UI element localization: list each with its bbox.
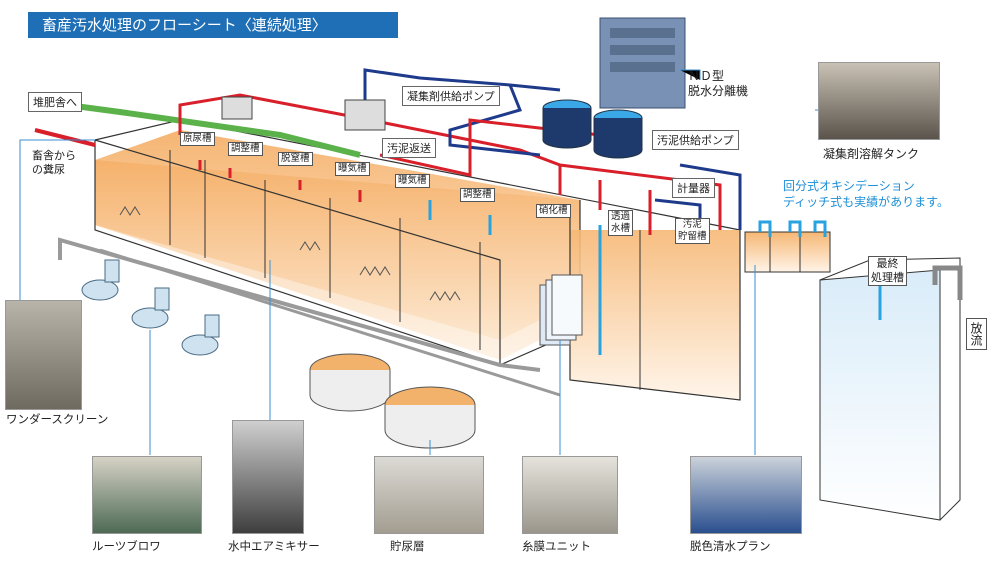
flocculant-tank-photo — [818, 62, 940, 140]
adjust-tank-2-label: 調整槽 — [460, 188, 495, 202]
dehydrator-label-1: ＮＤ型 — [688, 69, 725, 83]
roots-blower-photo — [92, 456, 202, 534]
tank-train — [94, 119, 741, 366]
permeate-line-1: 透過 — [611, 211, 631, 222]
final-line-1: 最終 — [876, 257, 899, 270]
aeration-tank-2-label: 曝気槽 — [395, 174, 430, 188]
flocculant-tank-label: 凝集剤溶解タンク — [823, 147, 920, 161]
dehydrator-machine — [599, 17, 686, 109]
final-line-2: 処理槽 — [871, 271, 904, 284]
permeate-tank-label: 透過 水槽 — [608, 210, 634, 236]
roots-blower-caption: ルーツブロワ — [92, 539, 161, 553]
screen-box — [221, 96, 253, 120]
callout-lines — [19, 69, 880, 455]
raw-urine-tank-label: 原尿槽 — [180, 132, 215, 146]
inflow-label-2: の糞尿 — [32, 163, 65, 176]
mixer-caption: 水中エアミキサー — [228, 539, 320, 553]
denitrification-tank-label: 脱窒槽 — [278, 152, 313, 166]
sludge-return-label: 汚泥返送 — [382, 138, 436, 158]
sludge-storage-line-2: 貯留槽 — [678, 231, 707, 242]
dehydrator-box — [344, 99, 386, 131]
final-tank-label: 最終 処理槽 — [868, 256, 907, 286]
dehydrator-label-2: 脱水分離機 — [688, 84, 749, 98]
pipes — [29, 68, 882, 397]
aeration-tank-1-label: 曝気槽 — [335, 162, 370, 176]
membrane-module — [539, 274, 583, 346]
urine-storage-caption: 貯尿層 — [390, 539, 425, 553]
flocculant-pump-label: 凝集剤供給ポンプ — [402, 86, 500, 106]
mixer-photo — [232, 420, 304, 534]
decolor-photo — [690, 456, 802, 534]
sludge-storage-tank-label: 汚泥 貯留槽 — [675, 218, 710, 244]
flocculant-drums — [542, 99, 643, 159]
inflow-label-1: 畜舎から — [32, 149, 76, 162]
storage-tanks — [309, 353, 476, 449]
discharge-pipe — [932, 265, 963, 300]
permeate-line-2: 水槽 — [611, 223, 631, 234]
decolor-caption: 脱色清水プラン — [690, 539, 771, 553]
note-line-2: ディッチ式も実績があります。 — [783, 195, 949, 209]
meter-label: 計量器 — [672, 178, 715, 198]
urine-storage-photo — [374, 456, 484, 534]
membrane-caption: 糸膜ユニット — [522, 539, 591, 553]
discharge-label: 放流 — [966, 318, 987, 350]
nitrification-tank-label: 硝化槽 — [536, 204, 571, 218]
adjust-tank-1-label: 調整槽 — [228, 142, 263, 156]
page-title: 畜産汚水処理のフローシート〈連続処理〉 — [28, 12, 398, 38]
to-compost-label: 堆肥舎へ — [28, 92, 82, 112]
note-line-1: 回分式オキシデーション — [783, 179, 915, 193]
sludge-storage-line-1: 汚泥 — [682, 219, 702, 230]
membrane-photo — [522, 456, 618, 534]
wonder-screen-caption: ワンダースクリーン — [6, 412, 109, 426]
wonder-screen-photo — [5, 300, 82, 410]
right-tanks — [569, 215, 961, 521]
blowers — [81, 259, 220, 356]
sludge-pump-label: 汚泥供給ポンプ — [652, 130, 739, 150]
